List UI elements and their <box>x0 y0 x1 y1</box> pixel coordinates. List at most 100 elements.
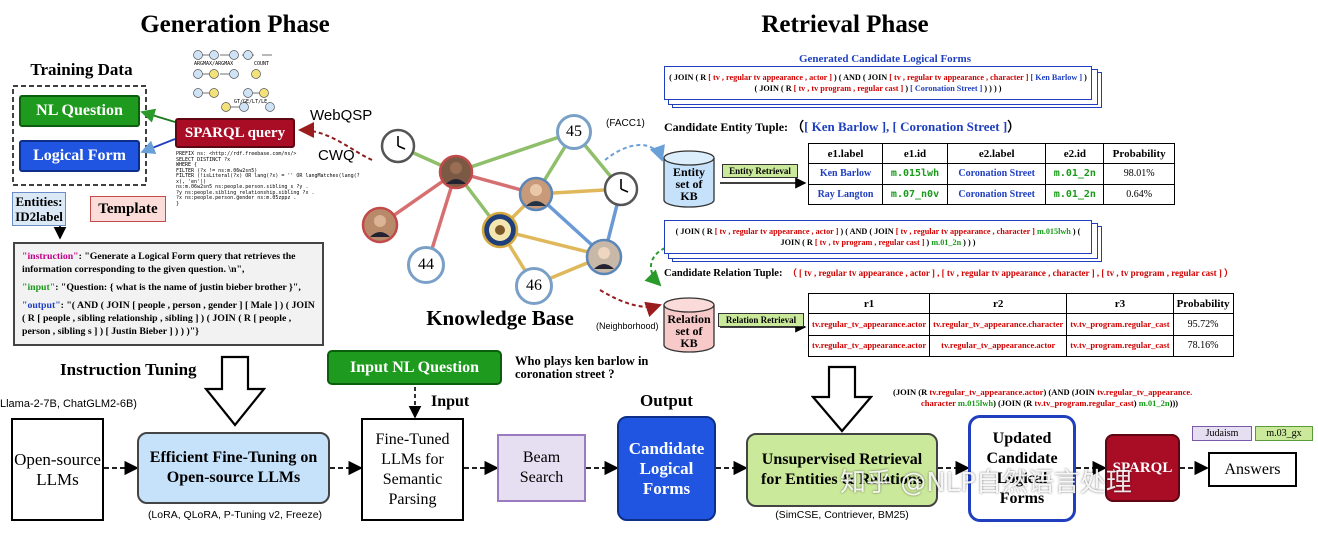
sparql-line: ?x ns:people.person.gender ns:m.05zppz . <box>176 195 297 201</box>
instruction-value: : "Generate a Logical Form query that re… <box>22 251 296 275</box>
entity-cell: m.01_2n <box>1045 163 1105 185</box>
lf-part: ) ( AND ( JOIN <box>838 227 896 236</box>
beam-search-box: Beam Search <box>497 434 586 502</box>
facc1-label: (FACC1) <box>606 118 645 129</box>
output-label: Output <box>640 391 693 410</box>
relation-table-row: tv.regular_tv_appearance.actor tv.regula… <box>807 334 1234 357</box>
lf-part: ) <box>903 84 911 93</box>
final-lf-part: (JOIN (R <box>893 387 930 397</box>
input-key: "input" <box>22 282 56 293</box>
webqsp-label: WebQSP <box>310 107 373 124</box>
kb-node-46: 46 <box>515 267 553 305</box>
relation-tuple-row: Candidate Relation Tuple: （ [ tv , regul… <box>664 266 1233 279</box>
final-lf-relation: tv.tv_program.regular_cast <box>1034 398 1134 408</box>
entity-table-row: Ken Barlow m.015lwh Coronation Street m.… <box>807 163 1175 185</box>
final-lf-relation: character <box>921 398 956 408</box>
retrieval-phase-title: Retrieval Phase <box>761 11 929 38</box>
graph-label-argmax: ARGMAX/ARGMAX <box>194 61 234 67</box>
entity-cell: m.07_n0v <box>882 183 948 205</box>
efficient-note: (LoRA, QLoRA, P-Tuning v2, Freeze) <box>147 509 323 521</box>
candidate-logical-forms-box[interactable]: Candidate Logical Forms <box>617 416 716 521</box>
relation-table-header-cell: Probability <box>1172 293 1234 314</box>
final-lf-part: ) <box>1133 398 1139 408</box>
lf-entity: [ Ken Barlow ] <box>1030 73 1083 82</box>
lf-part: ) <box>924 238 932 247</box>
unsupervised-retrieval-box: Unsupervised Retrieval for Entities & Re… <box>746 433 938 507</box>
relation-set-label: set of <box>675 324 703 338</box>
knowledge-base-title: Knowledge Base <box>426 305 574 330</box>
entity-tuple-label: Candidate Entity Tuple: <box>664 120 789 134</box>
kb-person-node <box>438 154 474 190</box>
entity-table: e1.label e1.id e2.label e2.id Probabilit… <box>807 143 1175 205</box>
kb-clock-node <box>380 128 416 164</box>
cwq-label: CWQ <box>318 147 355 164</box>
relation-table-header-cell: r3 <box>1066 293 1174 314</box>
entity-set-label: set of <box>675 177 703 191</box>
entity-table-header-cell: e2.id <box>1045 143 1105 164</box>
relation-table-header-cell: r2 <box>929 293 1068 314</box>
training-data-title: Training Data <box>30 60 133 79</box>
relation-cell: tv.regular_tv_appearance.character <box>929 313 1068 336</box>
lf-part: ( JOIN ( R <box>669 73 709 82</box>
entity-table-header-cell: e2.label <box>946 143 1047 164</box>
relation-table-header-cell: r1 <box>807 293 931 314</box>
relation-retrieval-tag: Relation Retrieval <box>718 313 804 327</box>
final-logical-form: (JOIN (R tv.regular_tv_appearance.actor)… <box>893 387 1273 409</box>
retrieval-down-arrow <box>811 365 873 433</box>
sparql-line: SELECT DISTINCT ?x <box>176 156 231 163</box>
final-lf-relation: tv.regular_tv_appearance.actor <box>929 387 1044 397</box>
entity-set-label: Entity <box>672 165 705 179</box>
lf-entity-id: m.015lwh <box>1036 227 1071 236</box>
entity-table-header-cell: e1.id <box>882 143 948 164</box>
final-lf-part: ) (AND (JOIN <box>1043 387 1098 397</box>
answers-box: Answers <box>1208 452 1297 487</box>
final-lf-part: ) (JOIN (R <box>993 398 1035 408</box>
template-box: Template <box>90 196 166 222</box>
final-lf-part: ))) <box>1169 398 1179 408</box>
lf-part: ) ) ) ) <box>982 84 1002 93</box>
entity-set-cylinder: Entity set of KB <box>662 150 716 208</box>
kb-person-node <box>585 238 623 276</box>
entities-label: Entities: <box>15 194 63 209</box>
id2label-label: ID2label <box>15 209 63 224</box>
sparql-code: PREFIX ns: <http://rdf.freebase.com/ns/>… <box>176 151 366 207</box>
sparql-graph-icon <box>193 50 275 112</box>
generated-lf-title: Generated Candidate Logical Forms <box>798 53 971 65</box>
entity-tuple-close: ） <box>1007 119 1021 134</box>
question-text: Who plays ken barlow in coronation stree… <box>515 354 649 381</box>
relation-table: r1 r2 r3 Probability tv.regular_tv_appea… <box>807 293 1234 357</box>
kb-person-node <box>518 176 554 212</box>
open-source-llms-box: Open-source LLMs <box>11 418 104 521</box>
input-label: Input <box>431 393 470 410</box>
models-note: Llama-2-7B, ChatGLM2-6B) <box>0 398 137 410</box>
entity-table-header-cell: Probability <box>1103 143 1175 164</box>
relation-set-label: Relation <box>667 312 711 326</box>
entity-tuple-row: Candidate Entity Tuple: （[ Ken Barlow ],… <box>664 116 1020 135</box>
relation-cell: tv.regular_tv_appearance.actor <box>807 334 931 357</box>
instruction-tuning-label: Instruction Tuning <box>60 360 197 379</box>
updated-candidate-lf-box[interactable]: Updated Candidate Logical Forms <box>968 415 1076 522</box>
entity-tuple-value: [ Ken Barlow ], [ Coronation Street ] <box>804 119 1008 134</box>
entity-cell: Coronation Street <box>946 183 1047 205</box>
lf-relation: [ tv , regular tv appearance , actor ] <box>708 73 832 82</box>
relation-table-header: r1 r2 r3 Probability <box>807 293 1234 314</box>
nl-question-box: NL Question <box>19 95 140 127</box>
lf-part: ) ) ) <box>961 238 976 247</box>
sparql-line: ?y ns:people.sibling_relationship.siblin… <box>176 189 315 196</box>
instruction-key: "instruction" <box>22 251 79 262</box>
final-lf-id: m.01_2n <box>1138 398 1170 408</box>
generation-phase-title: Generation Phase <box>140 11 330 38</box>
fine-tuned-llms-box: Fine-Tuned LLMs for Semantic Parsing <box>361 418 464 521</box>
relation-table-row: tv.regular_tv_appearance.actor tv.regula… <box>807 313 1234 336</box>
entity-set-label: KB <box>680 189 698 203</box>
lf-relation: [ tv , regular tv appearance , actor ] <box>714 227 839 236</box>
lf-part: ( JOIN ( R <box>675 227 715 236</box>
lf-part: ) ( AND ( JOIN <box>831 73 890 82</box>
output-key: "output" <box>22 300 61 311</box>
sparql-line: WHERE { <box>176 162 198 168</box>
relation-tuple-value: （ [ tv , regular tv appearance , actor ]… <box>787 268 1234 278</box>
input-nl-question-box[interactable]: Input NL Question <box>327 350 502 385</box>
lf-relation: [ tv , tv program , regular cast ] <box>793 84 904 93</box>
entity-cell: Ray Langton <box>807 183 884 205</box>
lf-relation: [ tv , regular tv appearance , character… <box>889 73 1029 82</box>
